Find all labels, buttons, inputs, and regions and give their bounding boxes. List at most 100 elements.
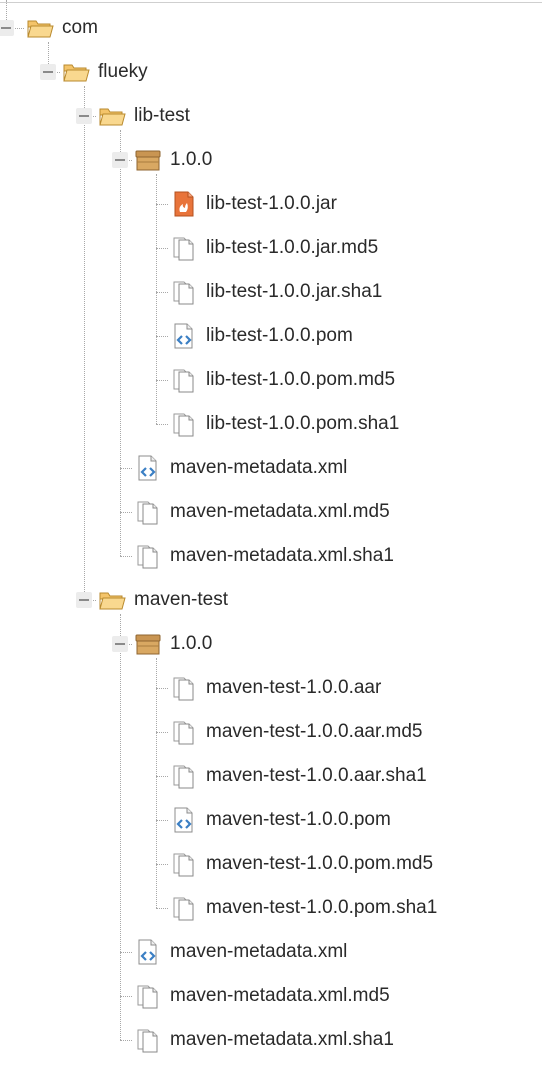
jar-file-icon-graphic bbox=[174, 191, 194, 217]
tree-connector-horizontal bbox=[156, 820, 168, 821]
file-copy-icon bbox=[170, 235, 198, 261]
xml-file-icon bbox=[134, 939, 162, 965]
folder-open-icon-graphic bbox=[99, 108, 126, 126]
tree-item-label[interactable]: lib-test-1.0.0.pom bbox=[206, 325, 353, 346]
tree-item-label[interactable]: maven-test-1.0.0.aar bbox=[206, 677, 382, 698]
tree-item-label[interactable]: maven-test-1.0.0.pom.md5 bbox=[206, 853, 434, 874]
collapse-toggle[interactable] bbox=[76, 592, 92, 608]
tree-item-label[interactable]: maven-metadata.xml.sha1 bbox=[170, 1029, 394, 1050]
file-copy-icon-graphic bbox=[137, 501, 158, 525]
file-copy-icon bbox=[170, 675, 198, 701]
tree-item-label[interactable]: lib-test bbox=[134, 105, 190, 126]
tree-connector-horizontal bbox=[156, 424, 168, 425]
tree-connector-vertical bbox=[120, 130, 121, 556]
collapse-toggle[interactable] bbox=[40, 64, 56, 80]
tree-item-label[interactable]: com bbox=[62, 17, 98, 38]
folder-open-icon-graphic bbox=[63, 64, 90, 82]
collapse-toggle[interactable] bbox=[112, 152, 128, 168]
file-copy-icon-graphic bbox=[173, 765, 194, 789]
collapse-toggle[interactable] bbox=[112, 636, 128, 652]
tree-connector-horizontal bbox=[120, 1040, 132, 1041]
folder-open-icon bbox=[26, 15, 54, 41]
tree-connector-horizontal bbox=[156, 864, 168, 865]
tree-item-label[interactable]: 1.0.0 bbox=[170, 149, 213, 170]
folder-open-icon bbox=[98, 587, 126, 613]
file-copy-icon-graphic bbox=[173, 853, 194, 877]
tree-connector-horizontal bbox=[156, 732, 168, 733]
tree-connector-horizontal bbox=[156, 336, 168, 337]
tree-item-label[interactable]: maven-test-1.0.0.aar.sha1 bbox=[206, 765, 427, 786]
folder-open-icon-graphic bbox=[99, 592, 126, 610]
tree-connector-horizontal bbox=[120, 996, 132, 997]
file-copy-icon-graphic bbox=[173, 413, 194, 437]
tree-connector-horizontal bbox=[6, 28, 24, 29]
tree-connector-horizontal bbox=[156, 204, 168, 205]
file-copy-icon bbox=[170, 763, 198, 789]
file-copy-icon bbox=[170, 279, 198, 305]
xml-file-icon bbox=[170, 323, 198, 349]
xml-file-icon bbox=[170, 807, 198, 833]
package-icon bbox=[134, 631, 162, 657]
tree-item-label[interactable]: maven-metadata.xml.md5 bbox=[170, 985, 390, 1006]
xml-file-icon-graphic bbox=[138, 455, 157, 481]
file-copy-icon-graphic bbox=[173, 897, 194, 921]
xml-file-icon-graphic bbox=[174, 807, 193, 833]
package-icon bbox=[134, 147, 162, 173]
tree-item-label[interactable]: lib-test-1.0.0.jar.md5 bbox=[206, 237, 379, 258]
collapse-toggle[interactable] bbox=[76, 108, 92, 124]
xml-file-icon bbox=[134, 455, 162, 481]
xml-file-icon-graphic bbox=[138, 939, 157, 965]
file-copy-icon bbox=[134, 499, 162, 525]
file-copy-icon-graphic bbox=[173, 281, 194, 305]
tree-connector-vertical bbox=[156, 658, 157, 908]
tree-item-label[interactable]: 1.0.0 bbox=[170, 633, 213, 654]
tree-connector-horizontal bbox=[156, 908, 168, 909]
file-copy-icon bbox=[134, 1027, 162, 1053]
tree-item-label[interactable]: maven-metadata.xml.md5 bbox=[170, 501, 390, 522]
file-copy-icon-graphic bbox=[173, 721, 194, 745]
file-copy-icon bbox=[134, 983, 162, 1009]
file-copy-icon bbox=[170, 851, 198, 877]
file-copy-icon-graphic bbox=[173, 677, 194, 701]
tree-connector-horizontal bbox=[156, 248, 168, 249]
tree-connector-vertical bbox=[48, 42, 49, 72]
tree-item-label[interactable]: maven-metadata.xml bbox=[170, 941, 348, 962]
package-icon-graphic bbox=[135, 150, 161, 171]
tree-item-label[interactable]: maven-test bbox=[134, 589, 228, 610]
tree-connector-horizontal bbox=[156, 688, 168, 689]
top-border bbox=[0, 2, 542, 3]
tree-item-label[interactable]: lib-test-1.0.0.pom.md5 bbox=[206, 369, 396, 390]
tree-connector-horizontal bbox=[156, 380, 168, 381]
collapse-toggle[interactable] bbox=[0, 20, 14, 36]
tree-item-label[interactable]: maven-metadata.xml.sha1 bbox=[170, 545, 394, 566]
xml-file-icon-graphic bbox=[174, 323, 193, 349]
file-copy-icon bbox=[170, 411, 198, 437]
tree-connector-horizontal bbox=[120, 556, 132, 557]
file-copy-icon-graphic bbox=[137, 1029, 158, 1053]
package-icon-graphic bbox=[135, 634, 161, 655]
tree-connector-vertical bbox=[84, 86, 85, 600]
folder-open-icon bbox=[98, 103, 126, 129]
folder-open-icon bbox=[62, 59, 90, 85]
tree-item-label[interactable]: maven-test-1.0.0.pom bbox=[206, 809, 391, 830]
file-copy-icon-graphic bbox=[137, 545, 158, 569]
tree-item-label[interactable]: lib-test-1.0.0.jar.sha1 bbox=[206, 281, 383, 302]
file-copy-icon bbox=[170, 895, 198, 921]
file-copy-icon bbox=[134, 543, 162, 569]
tree-connector-horizontal bbox=[156, 292, 168, 293]
tree-item-label[interactable]: flueky bbox=[98, 61, 148, 82]
file-copy-icon bbox=[170, 367, 198, 393]
folder-open-icon-graphic bbox=[27, 20, 54, 38]
tree-item-label[interactable]: maven-metadata.xml bbox=[170, 457, 348, 478]
tree-item-label[interactable]: lib-test-1.0.0.jar bbox=[206, 193, 337, 214]
tree-item-label[interactable]: lib-test-1.0.0.pom.sha1 bbox=[206, 413, 400, 434]
file-copy-icon-graphic bbox=[173, 237, 194, 261]
tree-connector-vertical bbox=[156, 174, 157, 424]
tree-connector-horizontal bbox=[156, 776, 168, 777]
tree-connector-horizontal bbox=[120, 952, 132, 953]
tree-item-label[interactable]: maven-test-1.0.0.aar.md5 bbox=[206, 721, 423, 742]
tree-connector-vertical bbox=[120, 614, 121, 1040]
tree-connector-horizontal bbox=[120, 468, 132, 469]
tree-item-label[interactable]: maven-test-1.0.0.pom.sha1 bbox=[206, 897, 438, 918]
